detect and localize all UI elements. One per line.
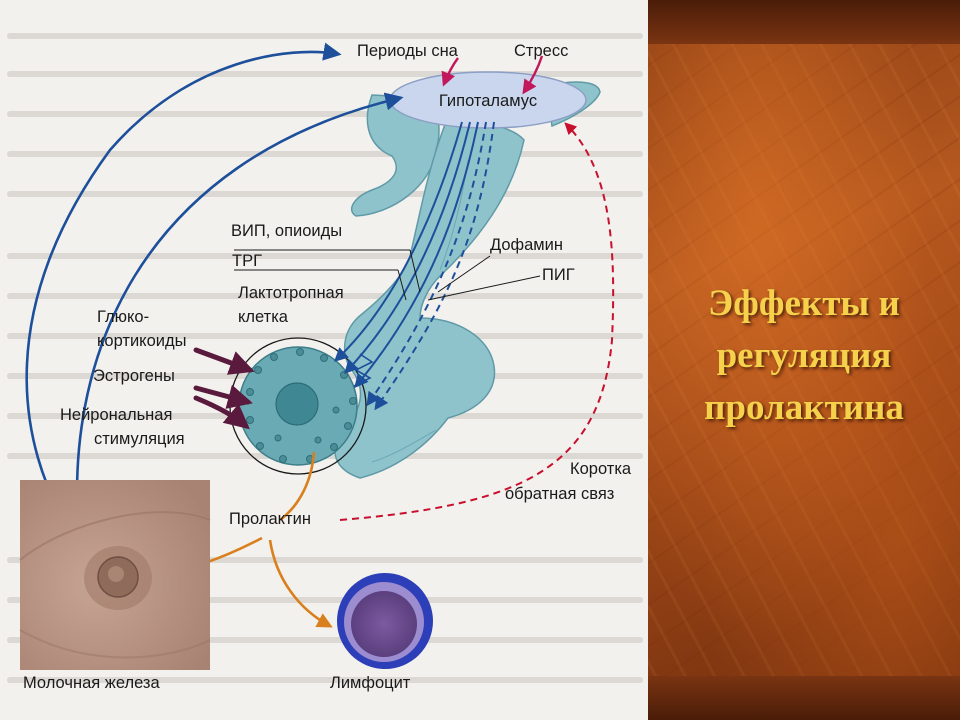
hypothalamus-label: Гипоталамус <box>439 92 537 110</box>
short-feedback-label-2: обратная связ <box>505 485 614 503</box>
prolactin-regulation-diagram: Гипоталамус <box>7 33 643 692</box>
mammary-gland-label: Молочная железа <box>23 674 160 692</box>
lymphocyte-label: Лимфоцит <box>330 674 411 692</box>
short-feedback-arrow <box>339 122 615 521</box>
mammary-gland-image <box>19 480 211 670</box>
glucocorticoids-label-2: кортикоиды <box>97 332 186 350</box>
stimulus-arrows <box>441 55 544 95</box>
lymphocyte <box>337 573 433 669</box>
neuronal-stimulation-label-1: Нейрональная <box>60 406 172 424</box>
slide-title: Эффекты и регуляция пролактина <box>648 278 960 434</box>
short-feedback-label-1: Коротка <box>570 460 632 478</box>
slide-title-line-1: Эффекты и <box>708 283 900 324</box>
glucocorticoids-label-1: Глюко- <box>97 308 149 326</box>
cell-input-arrows <box>193 347 255 430</box>
title-panel-top-band <box>648 0 960 44</box>
vip-opioids-label: ВИП, опиоиды <box>231 222 342 240</box>
lactotroph-label-2: клетка <box>238 308 289 326</box>
mammary-to-hypothalamus-arrows <box>25 42 404 547</box>
dopamine-label: Дофамин <box>490 236 563 254</box>
diagram-panel: Гипоталамус <box>0 0 648 720</box>
hypothalamus: Гипоталамус <box>389 71 587 129</box>
neuronal-stimulation-label-2: стимуляция <box>94 430 185 448</box>
slide-title-line-3: пролактина <box>704 387 904 428</box>
lactotroph-cell <box>229 337 367 475</box>
leader-lines <box>234 249 541 301</box>
trg-label: ТРГ <box>232 252 262 270</box>
pig-label: ПИГ <box>542 266 575 284</box>
hypothalamus-to-cell-arrows <box>333 121 495 411</box>
title-panel-bottom-band <box>648 676 960 720</box>
estrogens-label: Эстрогены <box>93 367 175 385</box>
stress-label: Стресс <box>514 42 568 60</box>
title-panel-background <box>648 0 960 720</box>
lactotroph-label-1: Лактотропная <box>238 284 344 302</box>
sleep-periods-label: Периоды сна <box>357 42 459 60</box>
prolactin-label: Пролактин <box>229 510 311 528</box>
slide-title-line-2: регуляция <box>716 335 892 376</box>
